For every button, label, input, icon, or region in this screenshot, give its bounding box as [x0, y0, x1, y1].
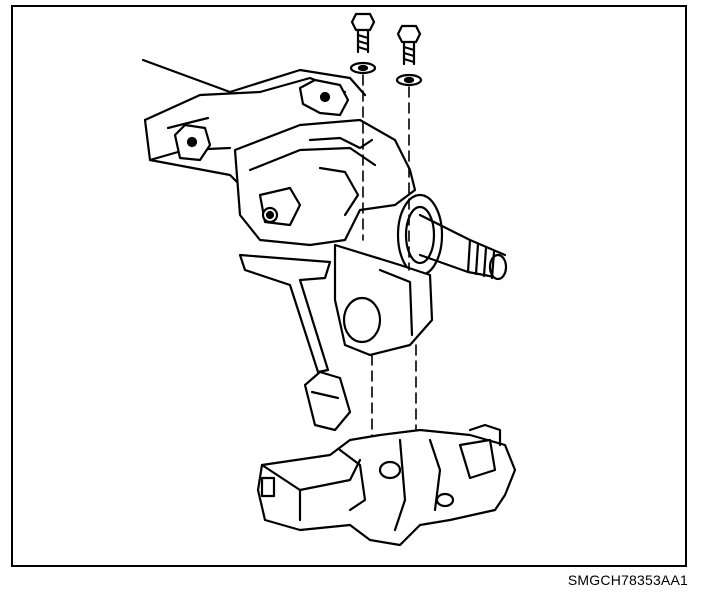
mounting-bracket-left	[173, 123, 212, 162]
column-housing	[233, 118, 417, 247]
figure-caption: SMGCH78353AA1	[567, 572, 688, 588]
steering-shaft	[396, 193, 508, 281]
shift-lever	[238, 253, 352, 432]
bolt-right	[395, 24, 423, 87]
lower-housing	[333, 243, 434, 357]
alignment-lines	[362, 74, 417, 446]
bolt-left	[349, 12, 377, 75]
mounting-bracket-right	[298, 78, 350, 117]
lock-housing	[256, 423, 517, 547]
